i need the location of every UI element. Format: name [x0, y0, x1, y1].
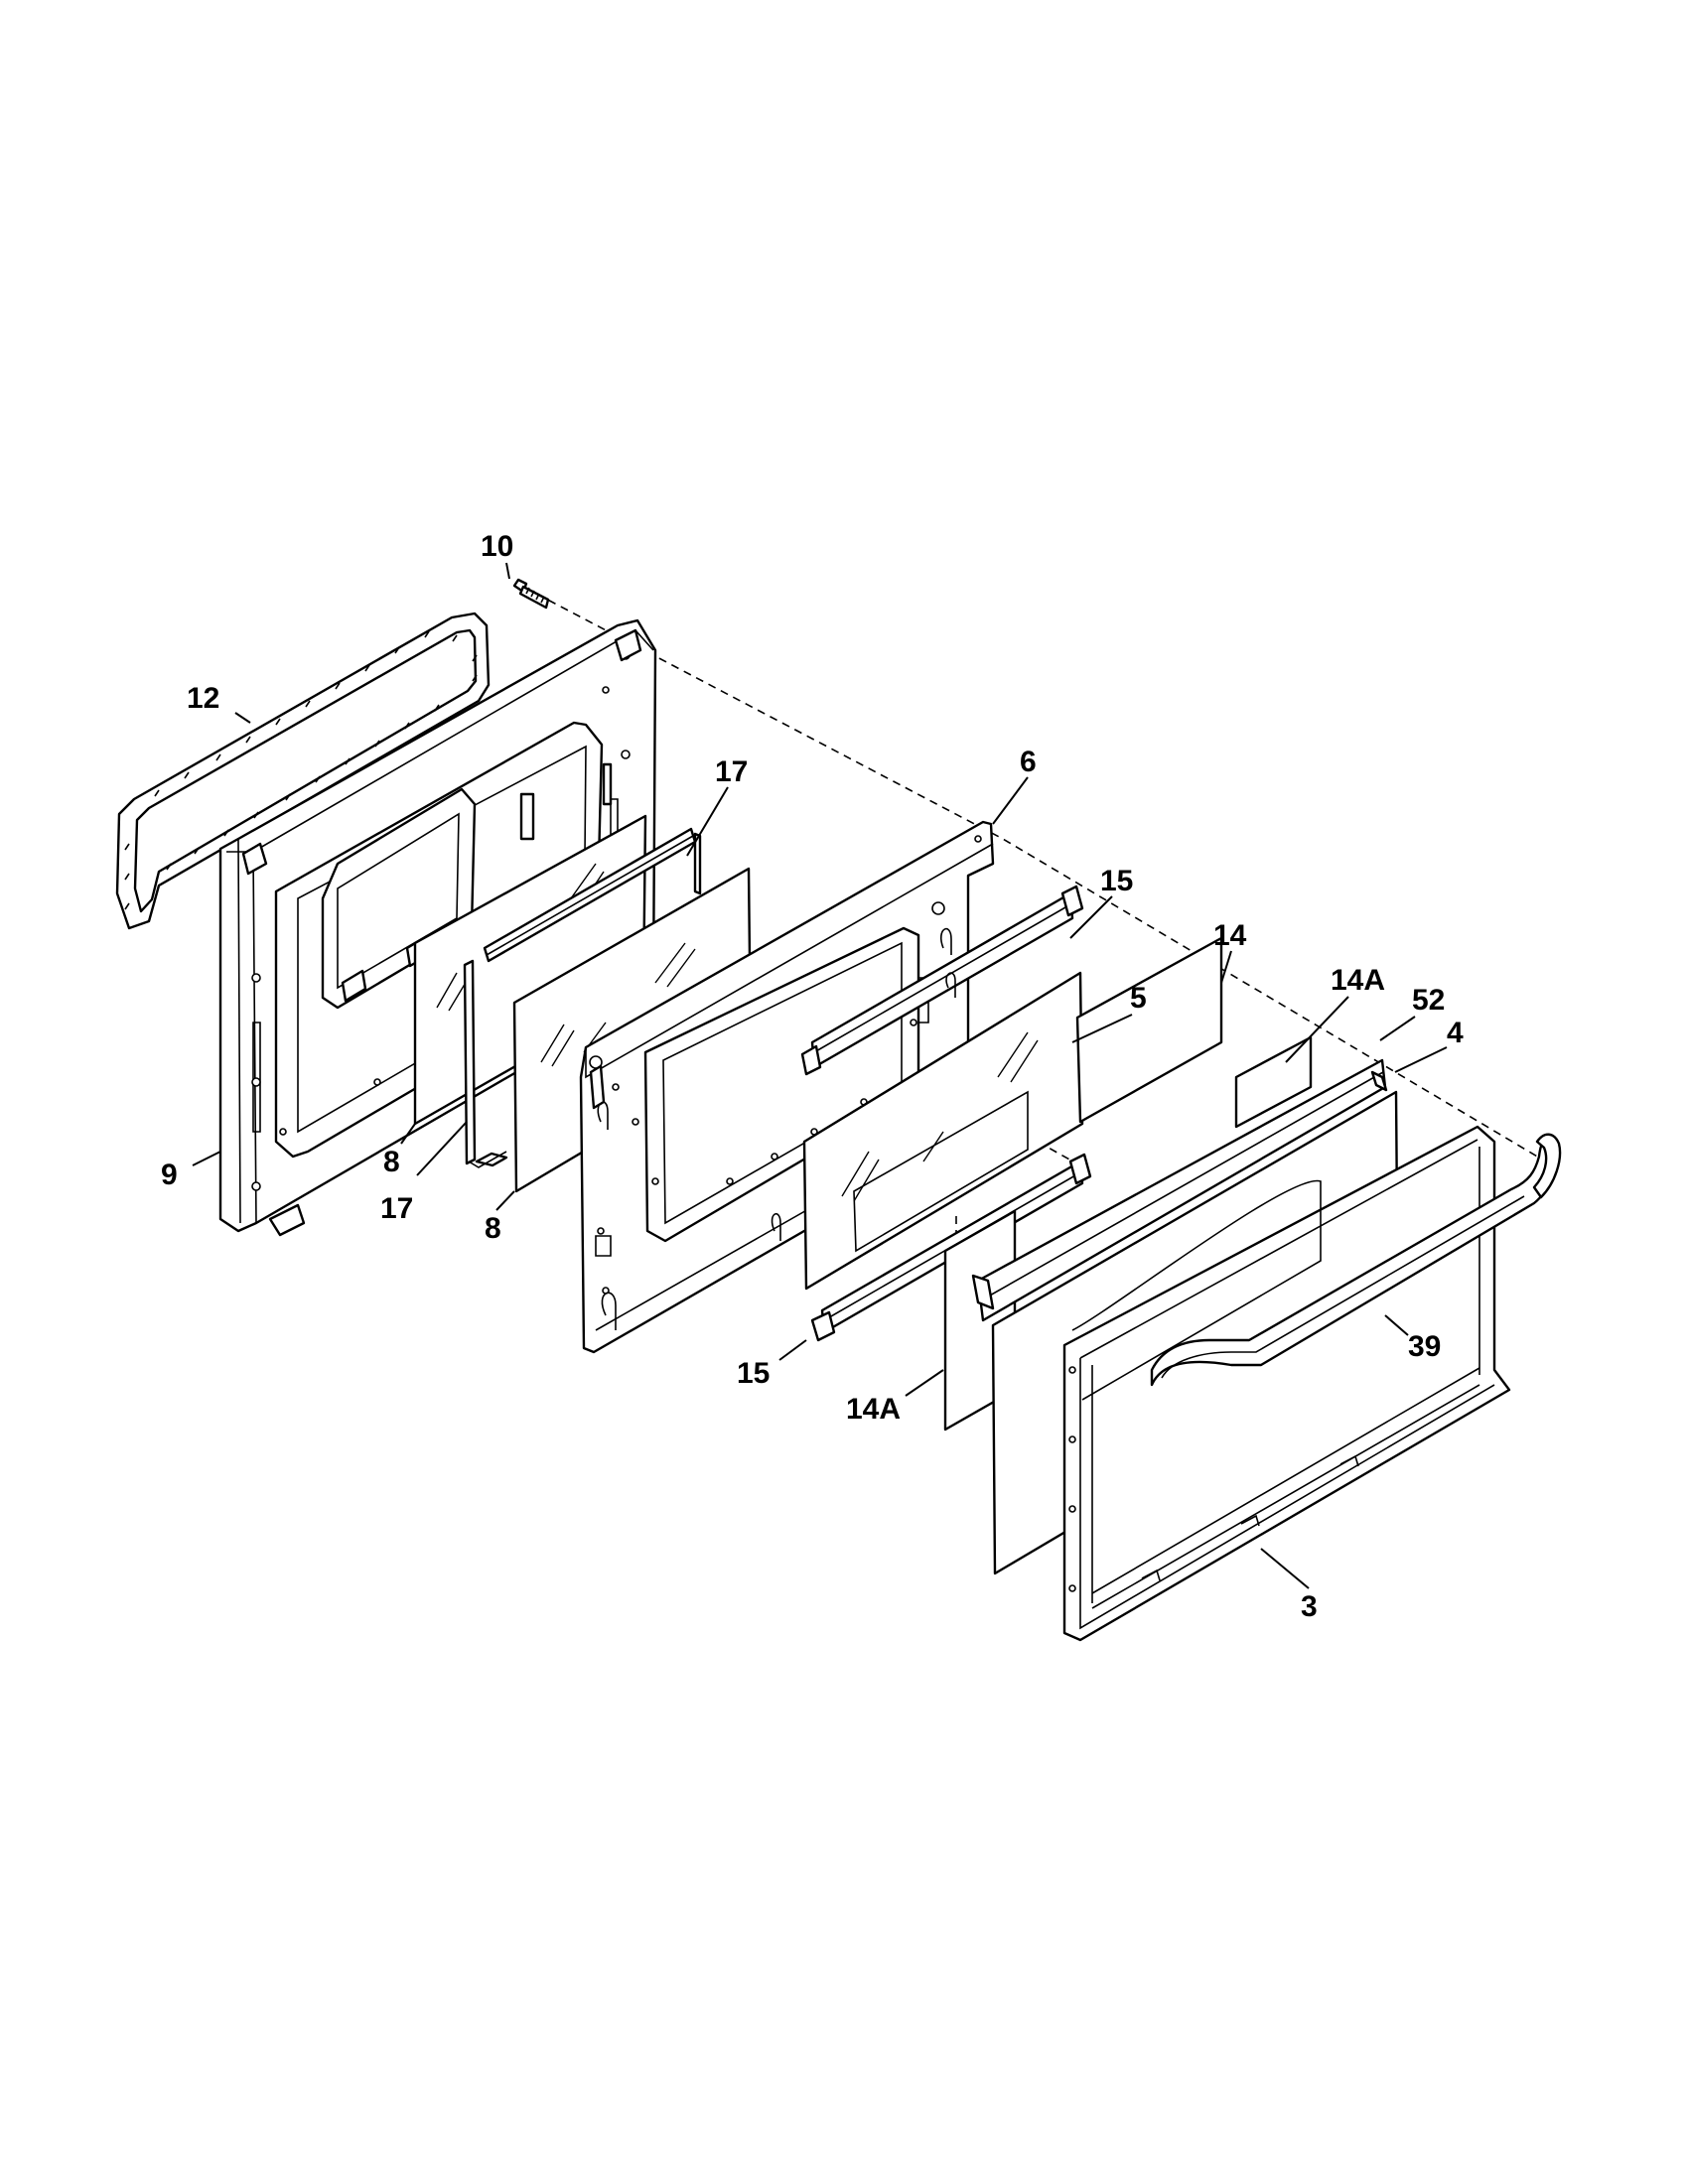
callout-4: 4 — [1447, 1017, 1464, 1049]
glass-frame-part-5[interactable] — [802, 971, 1084, 1291]
glass-retainer-part-15-top[interactable] — [800, 885, 1084, 1076]
callout-10: 10 — [481, 530, 513, 563]
callout-15-top: 15 — [1100, 865, 1133, 897]
callout-14A-top: 14A — [1331, 964, 1385, 997]
leader-lines — [192, 562, 1448, 1589]
panel-part-14A-top[interactable] — [1234, 1035, 1313, 1129]
door-handle-part-39[interactable] — [1150, 1133, 1562, 1387]
callout-5: 5 — [1130, 982, 1147, 1015]
callout-39: 39 — [1408, 1330, 1441, 1363]
door-gasket-part-12[interactable] — [115, 612, 491, 930]
callout-14A-bottom: 14A — [846, 1393, 901, 1426]
callout-14: 14 — [1213, 919, 1247, 952]
trim-part-52[interactable] — [971, 1058, 1388, 1322]
frame-holes — [1068, 1366, 1076, 1592]
callout-17-top: 17 — [715, 755, 748, 788]
panel-part-14[interactable] — [1075, 936, 1223, 1124]
callout-15-bottom: 15 — [737, 1357, 770, 1390]
callout-3: 3 — [1301, 1590, 1318, 1623]
glass-channel-part-17-bottom[interactable] — [463, 959, 508, 1168]
callout-8-left: 8 — [383, 1146, 400, 1178]
callout-8-right: 8 — [485, 1212, 501, 1245]
callout-17-bottom: 17 — [380, 1192, 413, 1225]
screw-part-10[interactable] — [512, 578, 550, 610]
gasket-clips — [124, 630, 478, 910]
callout-12: 12 — [187, 682, 219, 715]
callout-labels: 10 12 17 6 15 14 5 14A 52 4 9 8 8 17 39 … — [161, 530, 1464, 1623]
callout-52: 52 — [1412, 984, 1445, 1017]
callout-6: 6 — [1020, 746, 1037, 778]
callout-9: 9 — [161, 1159, 178, 1191]
